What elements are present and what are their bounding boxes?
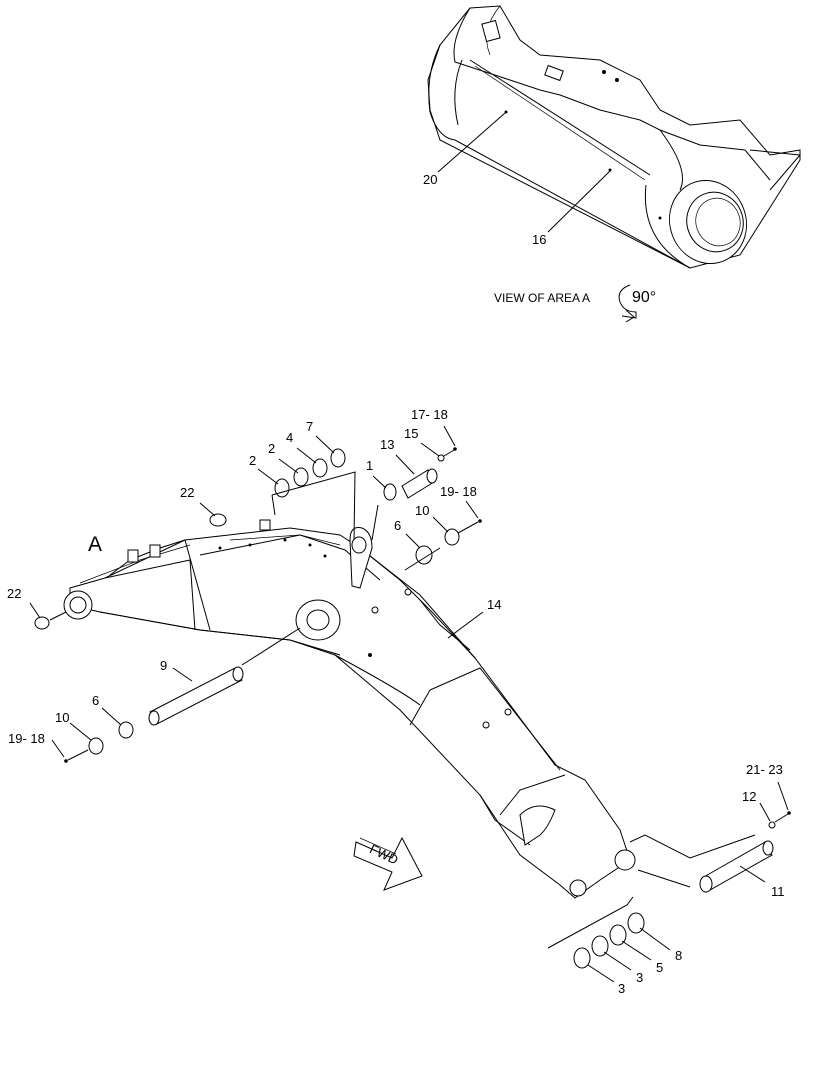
part-label-15: 15 bbox=[404, 426, 418, 441]
area-a-label: A bbox=[88, 533, 102, 556]
part-labels: 22 22 2 2 4 7 1 13 15 17- 18 19- 18 10 6… bbox=[7, 407, 785, 996]
part-label-21-23: 21- 23 bbox=[746, 762, 783, 777]
inset-boom-foot-drawing bbox=[427, 5, 802, 269]
forward-arrow-icon: FWD bbox=[353, 836, 423, 891]
part-label-1: 1 bbox=[366, 458, 373, 473]
part-label-8: 8 bbox=[675, 948, 682, 963]
part-label-7: 7 bbox=[306, 419, 313, 434]
leader-lines bbox=[29, 425, 789, 983]
rotation-arrow-icon bbox=[618, 284, 637, 323]
part-label-10-right: 10 bbox=[415, 503, 429, 518]
part-label-3-right: 3 bbox=[636, 970, 643, 985]
part-label-4: 4 bbox=[286, 430, 293, 445]
boom-assembly bbox=[63, 519, 636, 899]
part-label-10-left: 10 bbox=[55, 710, 69, 725]
leader-20 bbox=[437, 112, 506, 173]
part-label-9: 9 bbox=[160, 658, 167, 673]
part-label-13: 13 bbox=[380, 437, 394, 452]
upper-pin-group bbox=[209, 447, 482, 571]
part-label-2b: 2 bbox=[268, 441, 275, 456]
part-label-12: 12 bbox=[742, 789, 756, 804]
tip-pin-group bbox=[629, 811, 791, 893]
part-label-19-18-right: 19- 18 bbox=[440, 484, 477, 499]
part-label-3-left: 3 bbox=[618, 981, 625, 996]
part-label-11: 11 bbox=[771, 884, 785, 899]
view-caption: VIEW OF AREA A bbox=[494, 291, 590, 305]
part-label-14: 14 bbox=[487, 597, 501, 612]
part-label-22-upper: 22 bbox=[180, 485, 194, 500]
part-label-5: 5 bbox=[656, 960, 663, 975]
part-label-16: 16 bbox=[532, 232, 546, 247]
rotation-angle: 90° bbox=[632, 289, 656, 306]
tip-washer-group bbox=[547, 896, 645, 969]
part-label-2a: 2 bbox=[249, 453, 256, 468]
lower-pin-group bbox=[34, 611, 301, 763]
part-label-6-left: 6 bbox=[92, 693, 99, 708]
part-label-20: 20 bbox=[423, 172, 437, 187]
part-label-6-right: 6 bbox=[394, 518, 401, 533]
part-label-22-lower: 22 bbox=[7, 586, 21, 601]
inset-view-area-a: 20 16 VIEW OF AREA A 90° bbox=[423, 5, 802, 323]
part-label-17-18: 17- 18 bbox=[411, 407, 448, 422]
part-label-19-18-left: 19- 18 bbox=[8, 731, 45, 746]
leader-16 bbox=[547, 170, 611, 233]
